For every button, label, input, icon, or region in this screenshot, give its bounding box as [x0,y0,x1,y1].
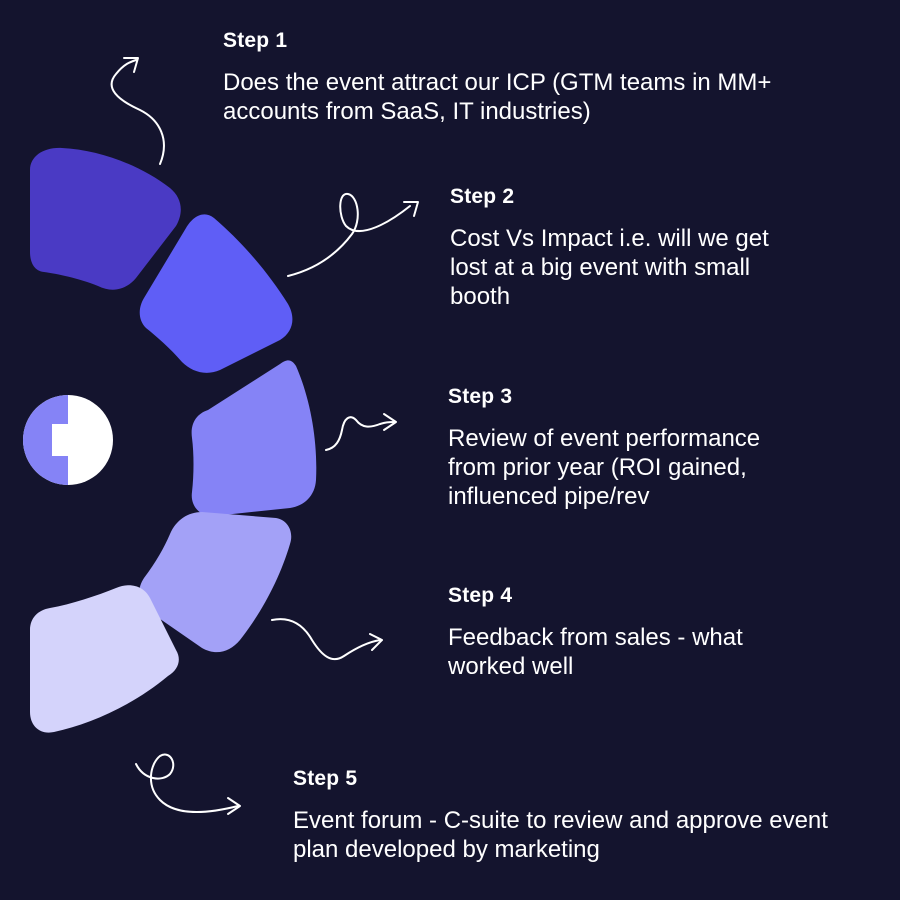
arc-segment-1 [30,147,181,290]
step-4: Step 4 Feedback from sales - what worked… [448,583,848,681]
squiggle-arrow-icon [325,413,397,451]
step-4-text: Feedback from sales - what worked well [448,624,743,680]
step-4-title: Step 4 [448,584,513,607]
arc-segment-3 [191,360,317,517]
step-2-title: Step 2 [450,185,515,208]
step-1: Step 1 Does the event attract our ICP (G… [223,28,803,126]
step-5-title: Step 5 [293,767,358,790]
step-1-title: Step 1 [223,29,288,52]
step-1-text: Does the event attract our ICP (GTM team… [223,69,772,125]
step-5: Step 5 Event forum - C-suite to review a… [293,766,873,864]
step-5-text: Event forum - C-suite to review and appr… [293,807,828,863]
step-2-text: Cost Vs Impact i.e. will we get lost at … [450,225,769,310]
step-3-text: Review of event performance from prior y… [448,425,761,510]
step-3-title: Step 3 [448,385,513,408]
step-2: Step 2 Cost Vs Impact i.e. will we get l… [450,184,850,311]
squiggle-arrow-icon [135,753,241,815]
squiggle-arrow-icon [287,193,419,277]
arc-segment-2 [139,214,293,373]
half-circle-logo-icon [23,395,113,485]
squiggle-arrow-icon [271,618,383,661]
step-3: Step 3 Review of event performance from … [448,384,868,511]
arc-segment-5 [30,585,179,733]
arc-segment-4 [139,512,292,653]
squiggle-arrow-icon [110,57,165,165]
